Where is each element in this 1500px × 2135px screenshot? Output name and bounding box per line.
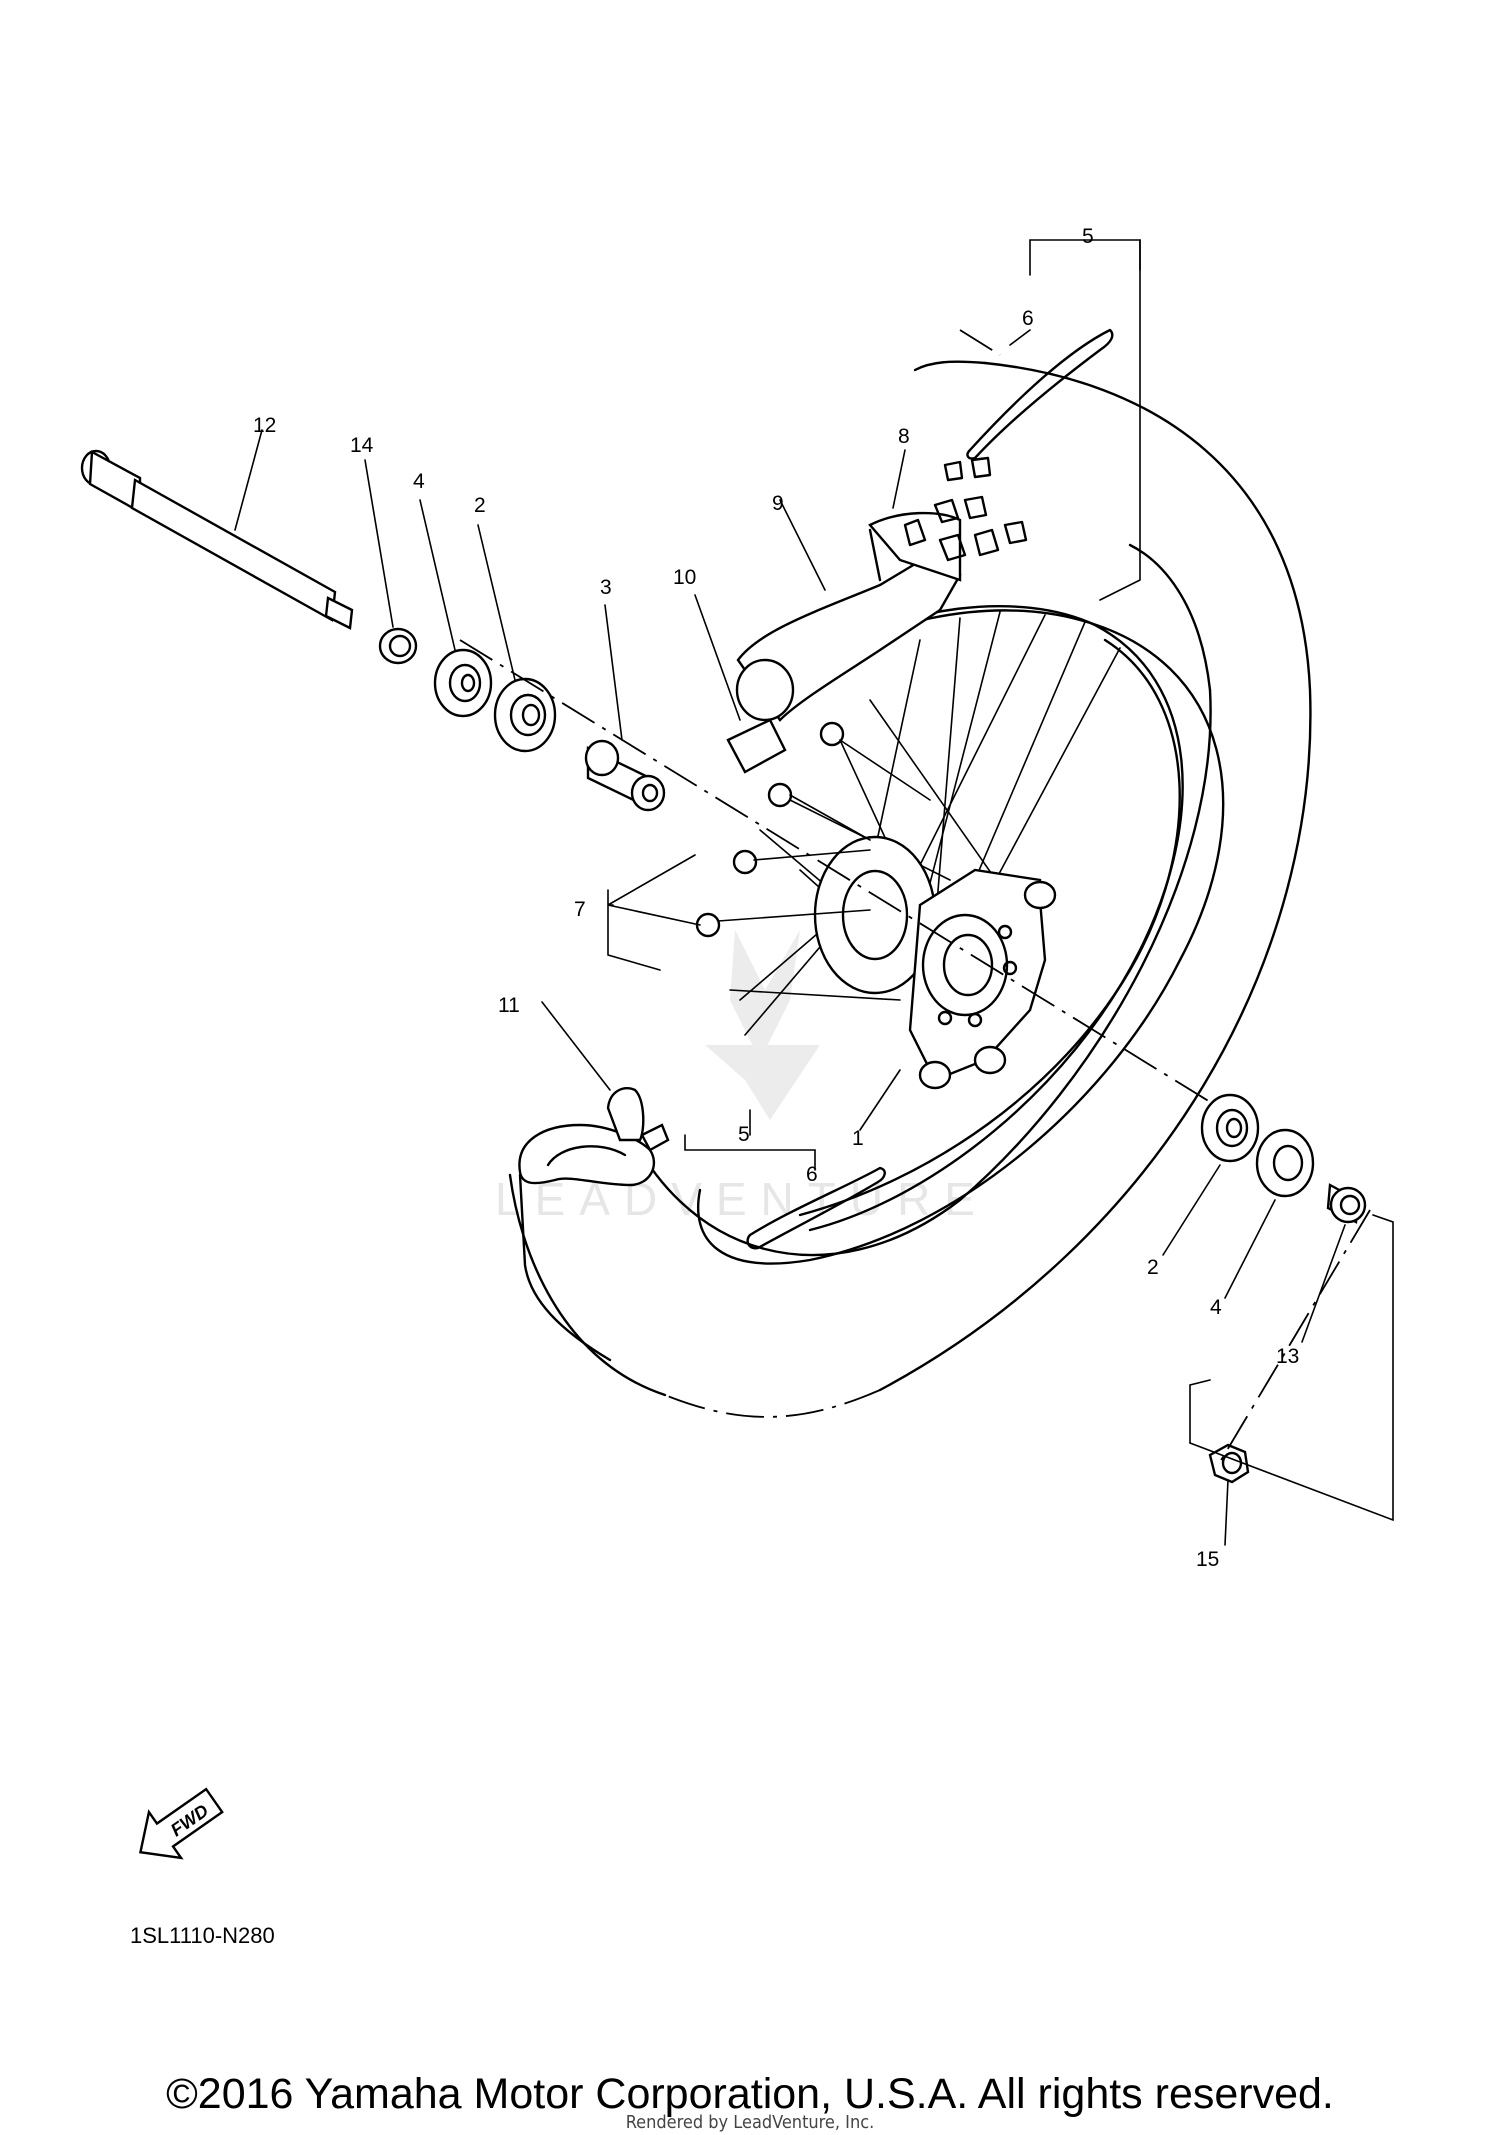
spoke-nipples (695, 721, 931, 938)
callout-2-left: 2 (474, 494, 486, 517)
bearing-right (1200, 1093, 1260, 1163)
front-axle (80, 449, 354, 630)
callout-3: 3 (600, 576, 612, 599)
rim (697, 605, 1225, 1265)
leader-lines (234, 239, 1394, 1546)
leadventure-watermark: LEADVENTURE (495, 930, 989, 1225)
watermark-text: LEADVENTURE (495, 1173, 989, 1225)
oil-seal-right (1255, 1128, 1315, 1198)
callout-13: 13 (1276, 1345, 1299, 1368)
inner-tube (518, 1086, 670, 1362)
rim-band-top (966, 328, 1114, 460)
callout-10: 10 (673, 566, 696, 589)
callout-4-left: 4 (413, 470, 425, 493)
callout-12: 12 (253, 414, 276, 437)
collar-3 (584, 739, 666, 812)
callout-6-bottom: 6 (806, 1163, 818, 1186)
tire-tread (903, 456, 1028, 562)
collar-13 (1326, 1183, 1367, 1224)
collar-14 (378, 627, 418, 665)
rim-band-bottom (746, 1166, 886, 1250)
callout-15: 15 (1196, 1548, 1219, 1571)
callout-5-top: 5 (1082, 225, 1094, 248)
copyright-notice: ©2016 Yamaha Motor Corporation, U.S.A. A… (166, 2070, 1334, 2118)
callout-14: 14 (350, 434, 374, 457)
assembly-axis-lines (459, 329, 1371, 1463)
tube-section (726, 511, 962, 774)
callout-labels: 1 2 2 3 4 4 5 5 6 6 7 8 9 10 11 12 13 14… (253, 225, 1299, 1571)
callout-7: 7 (574, 898, 586, 921)
callout-5-bottom: 5 (738, 1123, 750, 1146)
callout-1: 1 (852, 1127, 864, 1150)
diagram-code: 1SL1110-N280 (130, 1923, 275, 1948)
bearing-left (493, 677, 557, 753)
hub (813, 835, 1057, 1090)
callout-4-right: 4 (1210, 1296, 1222, 1319)
callout-9: 9 (772, 492, 784, 515)
fwd-arrow-icon: FWD (138, 1787, 224, 1860)
callout-8: 8 (898, 425, 910, 448)
rendered-by-notice: Rendered by LeadVenture, Inc. (625, 2112, 875, 2133)
callout-2-right: 2 (1147, 1256, 1159, 1279)
callout-11: 11 (498, 994, 520, 1017)
oil-seal-left (433, 648, 493, 718)
callout-6-top: 6 (1022, 307, 1034, 330)
